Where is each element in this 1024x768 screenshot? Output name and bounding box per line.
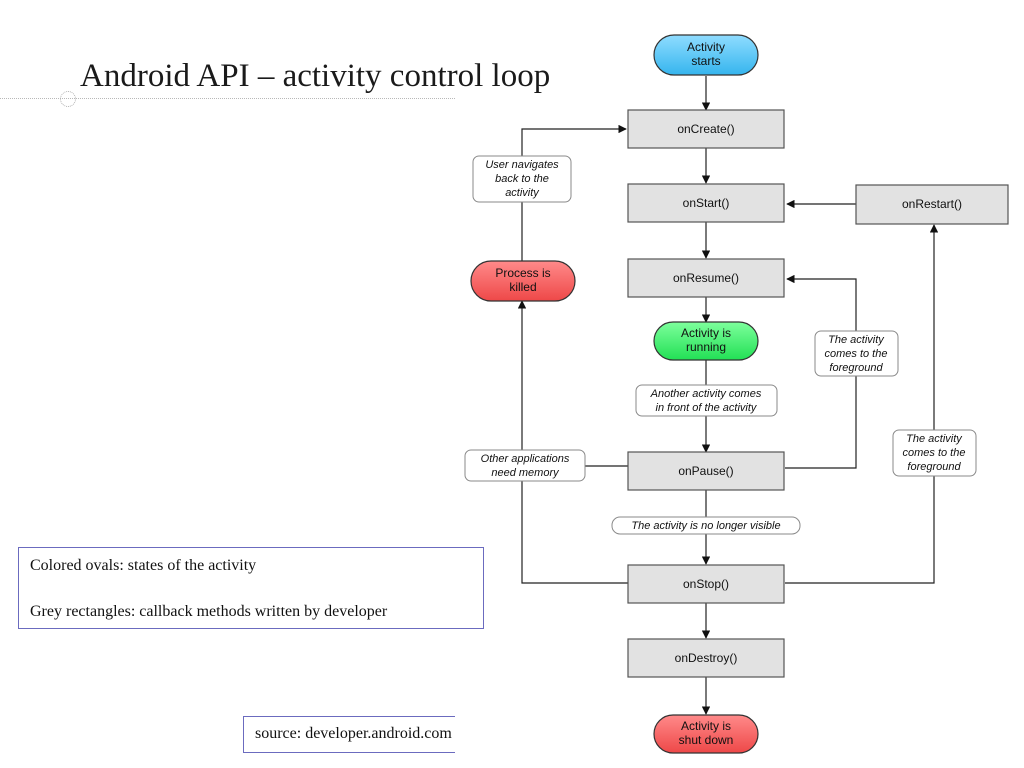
svg-text:Activity is: Activity is (681, 719, 731, 733)
note-another-line1: Another activity comes (650, 388, 762, 400)
svg-text:running: running (686, 340, 726, 354)
svg-text:Activity: Activity (687, 40, 725, 54)
state-process-killed: Process is killed (470, 260, 576, 302)
note-fg-restart-line2: comes to the (903, 447, 966, 459)
state-start-line1: Activity (687, 40, 725, 54)
source-text: source: developer.android.com (255, 725, 452, 742)
callback-onstart-label: onStart() (683, 196, 730, 210)
note-memory-line1: Other applications (481, 453, 570, 465)
note-fg-restart-line3: foreground (907, 461, 961, 473)
callback-onpause-label: onPause() (678, 464, 733, 478)
callback-onstop: onStop() (627, 564, 785, 604)
state-start-line2: starts (691, 54, 720, 68)
note-fg-resume-line3: foreground (829, 362, 883, 374)
note-navigate-line3: activity (505, 187, 540, 199)
legend-line-states: Colored ovals: states of the activity (30, 557, 257, 574)
title-ornament (60, 91, 76, 107)
state-activity-running: Activity is running (653, 321, 759, 361)
note-no-longer-visible: The activity is no longer visible (611, 516, 801, 535)
callback-onstop-label: onStop() (683, 577, 729, 591)
legend-line-callbacks: Grey rectangles: callback methods writte… (30, 603, 388, 620)
note-foreground-restart: The activity comes to the foreground (892, 429, 977, 477)
state-activity-shut-down: Activity is shut down (653, 714, 759, 754)
svg-text:starts: starts (691, 54, 720, 68)
note-another-line2: in front of the activity (656, 402, 758, 414)
arrow-killed-to-create (521, 124, 627, 262)
state-shutdown-line1: Activity is (681, 719, 731, 733)
state-killed-line2: killed (509, 280, 536, 294)
slide-title: Android API – activity control loop (80, 58, 551, 94)
note-user-navigates-back: User navigates back to the activity (472, 155, 572, 203)
callback-ondestroy: onDestroy() (627, 638, 785, 678)
note-foreground-resume: The activity comes to the foreground (814, 330, 899, 377)
state-running-line2: running (686, 340, 726, 354)
note-other-apps-memory: Other applications need memory (464, 449, 586, 482)
note-navigate-line2: back to the (495, 173, 549, 185)
callback-onpause: onPause() (627, 451, 785, 491)
svg-text:killed: killed (509, 280, 536, 294)
state-running-line1: Activity is (681, 326, 731, 340)
state-killed-line1: Process is (495, 266, 550, 280)
note-fg-resume-line2: comes to the (825, 348, 888, 360)
state-shutdown-line2: shut down (679, 733, 734, 747)
callback-oncreate: onCreate() (627, 109, 785, 149)
note-fg-resume-line1: The activity (828, 334, 885, 346)
callback-onrestart: onRestart() (855, 184, 1009, 225)
arrow-stop-to-killed (517, 300, 629, 584)
callback-ondestroy-label: onDestroy() (675, 651, 738, 665)
arrow-stop-to-restart (785, 224, 939, 584)
note-fg-restart-line1: The activity (906, 433, 963, 445)
legend-box: Colored ovals: states of the activity Gr… (18, 547, 484, 629)
svg-text:shut down: shut down (679, 733, 734, 747)
note-another-activity: Another activity comes in front of the a… (635, 384, 778, 417)
title-divider (0, 98, 455, 99)
svg-text:Process is: Process is (495, 266, 550, 280)
svg-text:Activity is: Activity is (681, 326, 731, 340)
callback-onresume: onResume() (627, 258, 785, 298)
note-memory-line2: need memory (491, 467, 560, 479)
note-not-visible-text: The activity is no longer visible (631, 520, 780, 532)
callback-onrestart-label: onRestart() (902, 197, 962, 211)
note-navigate-line1: User navigates (485, 159, 559, 171)
callback-onstart: onStart() (627, 183, 785, 223)
state-activity-starts: Activity starts (653, 34, 759, 76)
callback-onresume-label: onResume() (673, 271, 739, 285)
source-box: source: developer.android.com (243, 716, 455, 753)
callback-oncreate-label: onCreate() (677, 122, 734, 136)
